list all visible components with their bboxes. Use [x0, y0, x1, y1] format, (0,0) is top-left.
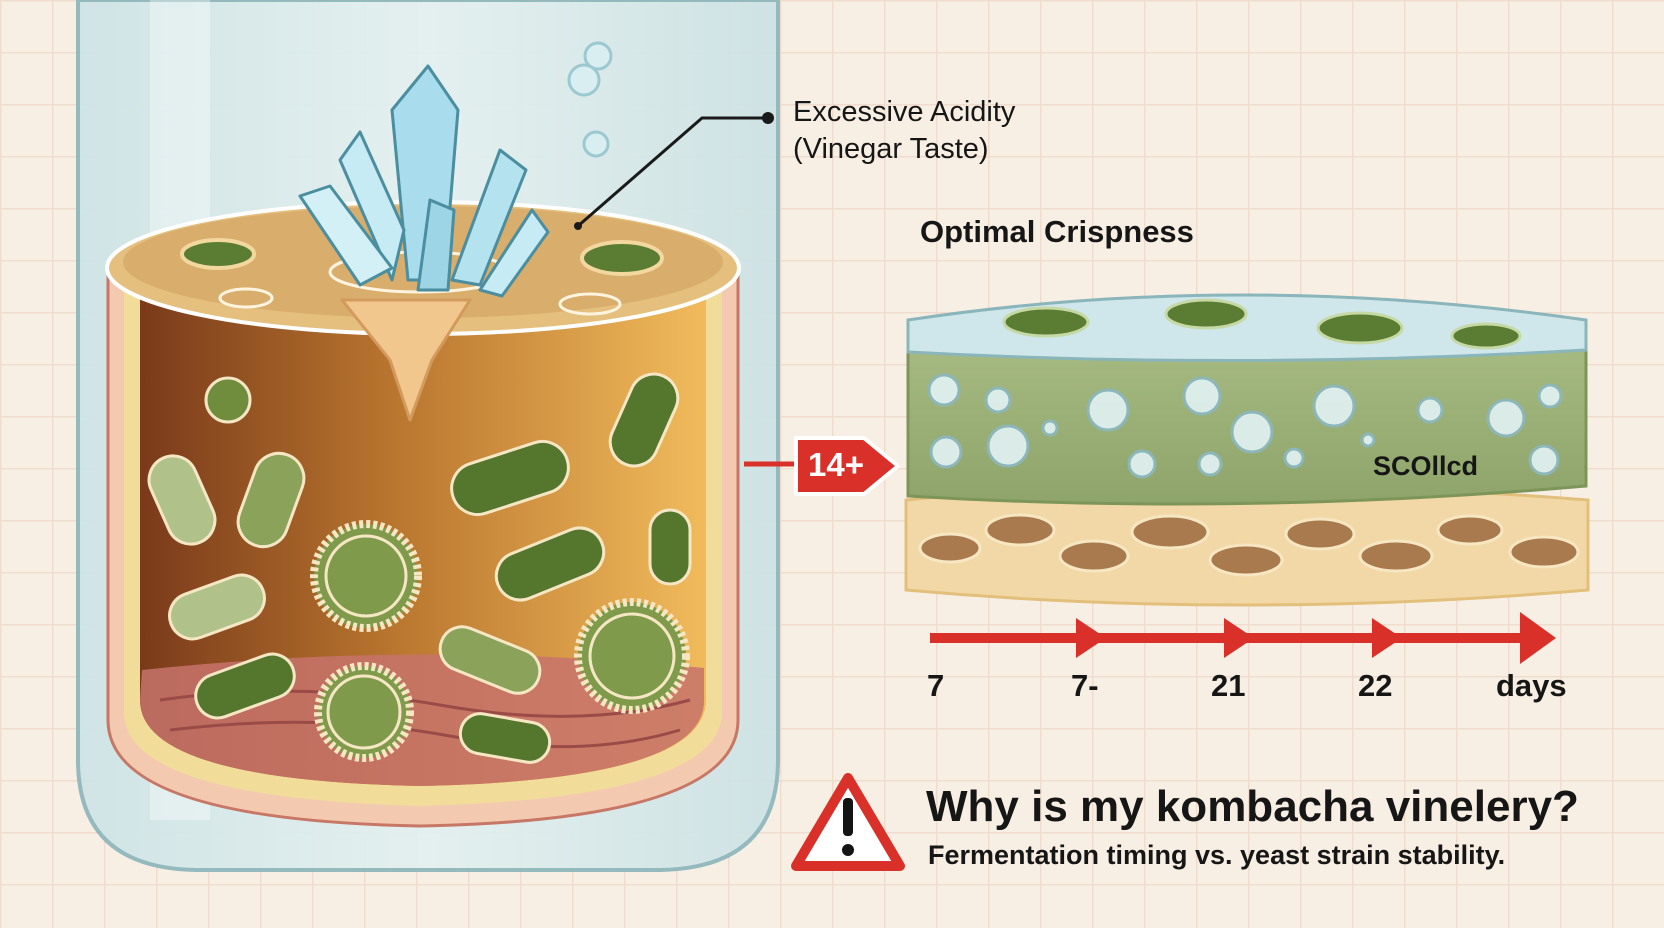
microbe-population: [147, 372, 692, 764]
fermentation-timeline: [930, 612, 1556, 664]
timeline-tick-label: 21: [1211, 668, 1246, 703]
question-title: Why is my kombacha vinelery?: [926, 782, 1579, 831]
timeline-tick-label: 22: [1358, 668, 1393, 703]
question-subtitle: Fermentation timing vs. yeast strain sta…: [928, 840, 1506, 870]
acidity-callout-label: Excessive Acidity (Vinegar Taste): [793, 94, 1015, 168]
scoby-layer-cross-section: [904, 293, 1590, 607]
duration-badge: [744, 436, 900, 496]
timeline-tick-label: 7-: [1071, 668, 1099, 703]
crispness-label: Optimal Crispness: [920, 214, 1194, 249]
timeline-unit-label: days: [1496, 668, 1567, 703]
crystal-cluster-icon: [298, 64, 550, 422]
acidity-label-line2: (Vinegar Taste): [793, 133, 989, 165]
scoby-label: SCOllcd: [1373, 451, 1479, 481]
acidity-label-line1: Excessive Acidity: [793, 96, 1016, 128]
jar-bubbles: [567, 41, 613, 158]
timeline-tick-label: 7: [927, 668, 945, 703]
acidity-callout-line: [574, 112, 774, 230]
warning-triangle-icon: [791, 773, 905, 871]
duration-badge-label: 14+: [808, 446, 864, 483]
